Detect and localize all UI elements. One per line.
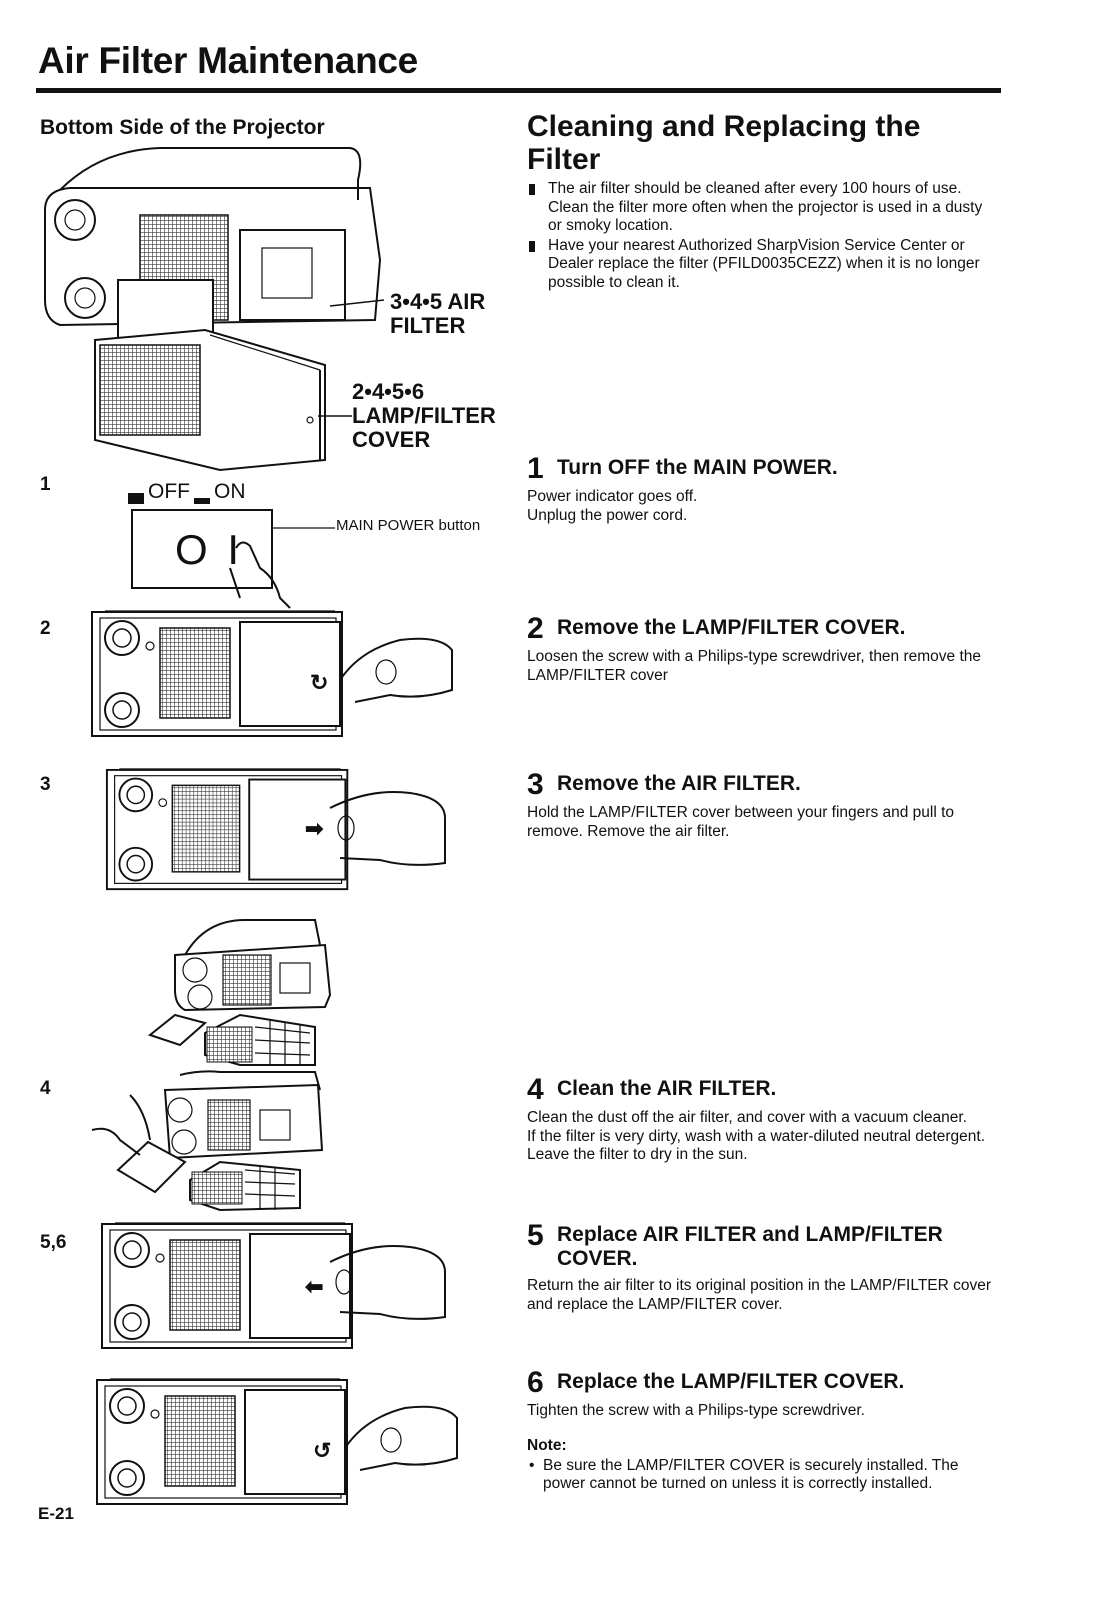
off-on-legend: OFF ON [128,480,246,504]
figure-number-1: 1 [40,474,51,495]
step-text: Hold the LAMP/FILTER cover between your … [527,804,955,840]
main-power-switch-illustration [131,509,335,609]
on-marker-icon [194,498,210,504]
clean-filter-illustration [91,1070,324,1212]
step-6: 6 Replace the LAMP/FILTER COVER. Tighten … [527,1366,997,1494]
page-title: Air Filter Maintenance [38,40,418,81]
exploded-filter-illustration [147,919,332,1066]
step-5: 5 Replace AIR FILTER and LAMP/FILTER COVE… [527,1219,997,1314]
air-filter-callout-nums: 3•4•5 AIR [390,289,486,314]
page-number: E-21 [38,1504,74,1523]
main-power-button-label: MAIN POWER button [336,517,481,534]
cover-callout-word1: LAMP/FILTER [352,403,496,428]
svg-text:➡: ➡ [305,816,324,841]
bullet-item: The air filter should be cleaned after e… [527,180,997,236]
step-1: 1 Turn OFF the MAIN POWER. Power indicato… [527,452,997,525]
svg-text:⬅: ⬅ [305,1274,323,1299]
svg-text:↻: ↻ [310,670,328,695]
step-number: 6 [527,1366,544,1399]
step-number: 3 [527,768,544,801]
bullet-item: Have your nearest Authorized SharpVision… [527,237,997,293]
step-title: Remove the LAMP/FILTER COVER. [557,616,906,639]
step-text: Power indicator goes off. [527,488,698,505]
note-item: Be sure the LAMP/FILTER COVER is securel… [527,1457,997,1494]
air-filter-leader [329,299,385,307]
note-list: Be sure the LAMP/FILTER COVER is securel… [527,1457,997,1494]
remove-air-filter-illustration: ➡ [105,768,446,891]
air-filter-callout-word: FILTER [390,313,466,338]
projector-bottom-illustration [44,147,382,472]
step-title: Clean the AIR FILTER. [557,1077,777,1100]
air-filter-callout: 3•4•5 AIR FILTER [390,290,485,338]
figure-number-4: 4 [40,1078,51,1099]
step-text: Unplug the power cord. [527,506,688,524]
cover-callout-nums: 2•4•5•6 [352,379,425,404]
step-4: 4 Clean the AIR FILTER. Clean the dust of… [527,1073,997,1165]
cover-callout-word2: COVER [352,427,431,452]
step-title: Replace the LAMP/FILTER COVER. [557,1370,905,1393]
step-text: Tighten the screw with a Philips-type sc… [527,1402,865,1419]
title-rule [36,88,1001,93]
step-text: Clean the dust off the air filter, and c… [527,1109,967,1126]
lamp-filter-cover-callout: 2•4•5•6 LAMP/FILTER COVER [352,380,496,452]
cover-leader [318,415,352,417]
on-label: ON [214,480,246,503]
step-title: Replace AIR FILTER and LAMP/FILTER COVER… [557,1223,943,1270]
step-number: 1 [527,452,544,485]
step-text: Loosen the screw with a Philips-type scr… [527,648,982,684]
power-symbol: O I [175,526,244,573]
figure-number-3: 3 [40,774,51,795]
off-label: OFF [148,480,190,503]
figure-number-2: 2 [40,618,51,639]
replace-cover-illustration: ↺ [96,1378,458,1505]
figure-number-5-6: 5,6 [40,1232,67,1253]
note-heading: Note: [527,1436,567,1454]
replace-filter-illustration: ⬅ [101,1222,446,1349]
step-number: 4 [527,1073,544,1106]
section-title: Cleaning and Replacing the Filter [527,110,921,176]
step-title: Remove the AIR FILTER. [557,772,801,795]
step-title: Turn OFF the MAIN POWER. [557,456,838,479]
step-text: Return the air filter to its original po… [527,1277,992,1313]
off-marker-icon [128,493,144,504]
step-3: 3 Remove the AIR FILTER. Hold the LAMP/FI… [527,768,997,841]
bottom-side-heading: Bottom Side of the Projector [40,116,325,139]
step-2: 2 Remove the LAMP/FILTER COVER. Loosen th… [527,612,997,685]
step-number: 5 [527,1219,544,1252]
step-text: If the filter is very dirty, wash with a… [527,1127,986,1164]
remove-cover-illustration: ↻ [91,610,453,737]
step-number: 2 [527,612,544,645]
maintenance-bullets: The air filter should be cleaned after e… [527,180,997,293]
svg-text:↺: ↺ [313,1438,331,1463]
